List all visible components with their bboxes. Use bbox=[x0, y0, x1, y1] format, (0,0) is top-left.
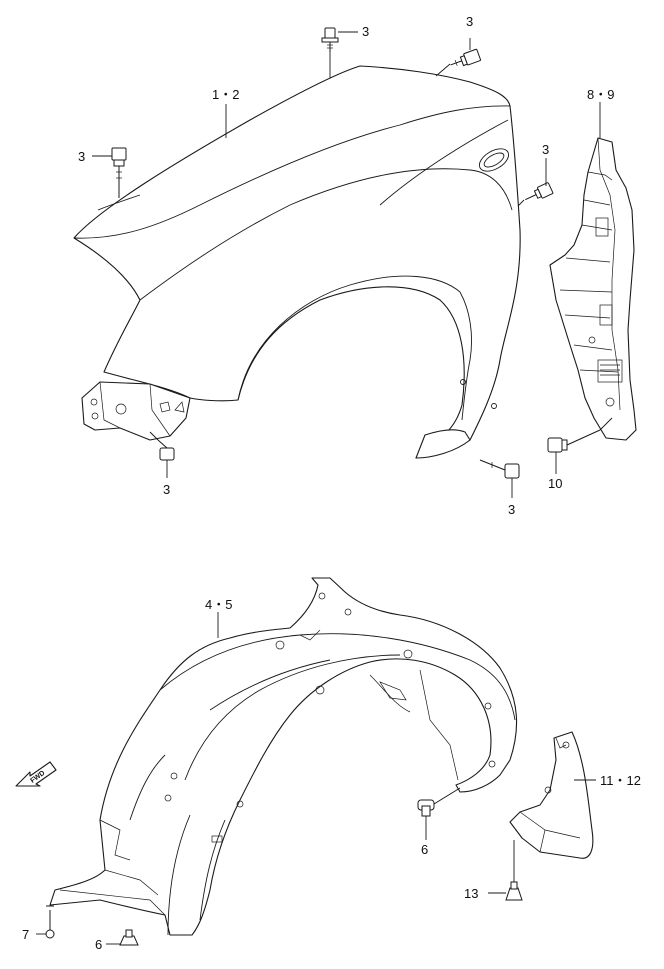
fender-front-bracket bbox=[81, 381, 191, 441]
bolt-right-mid-icon bbox=[525, 182, 554, 201]
clip-mudflap-icon bbox=[505, 881, 523, 901]
callout-fender-liner: 4・5 bbox=[205, 597, 232, 612]
callout-bolt-right-mid: 3 bbox=[542, 142, 549, 157]
screw-bottom-icon bbox=[45, 905, 55, 939]
callout-screw-bottom: 7 bbox=[22, 927, 29, 942]
bolt-top-icon bbox=[321, 27, 339, 52]
callout-bolt-top: 3 bbox=[362, 24, 369, 39]
clip-liner-mid-icon bbox=[417, 787, 461, 817]
callout-clip-liner-bottom: 6 bbox=[95, 937, 102, 952]
callout-bolt-upper-right: 3 bbox=[466, 14, 473, 29]
callout-clip-mudflap: 13 bbox=[464, 886, 478, 901]
callout-mud-flap: 11・12 bbox=[600, 773, 641, 788]
callout-side-bracket: 8・9 bbox=[587, 87, 614, 102]
callout-bolt-left: 3 bbox=[78, 149, 85, 164]
bolt-left-icon bbox=[111, 147, 127, 198]
bolt-lower-right-icon bbox=[479, 459, 520, 479]
callout-bolt-bracket: 10 bbox=[548, 476, 562, 491]
fender-liner bbox=[49, 577, 518, 936]
bolt-bracket-icon bbox=[547, 429, 601, 453]
callout-fender: 1・2 bbox=[212, 87, 239, 102]
leader-lines bbox=[36, 31, 613, 945]
clip-liner-bottom-icon bbox=[119, 929, 139, 946]
callout-bolt-lower-right: 3 bbox=[508, 502, 515, 517]
bolt-upper-right-icon bbox=[450, 48, 481, 67]
forward-direction-arrow-icon: FWD bbox=[15, 761, 57, 787]
callout-clip-liner-mid: 6 bbox=[421, 842, 428, 857]
mud-flap bbox=[509, 731, 594, 859]
fender-side-bracket bbox=[549, 137, 637, 441]
callout-bolt-lower-left: 3 bbox=[163, 482, 170, 497]
